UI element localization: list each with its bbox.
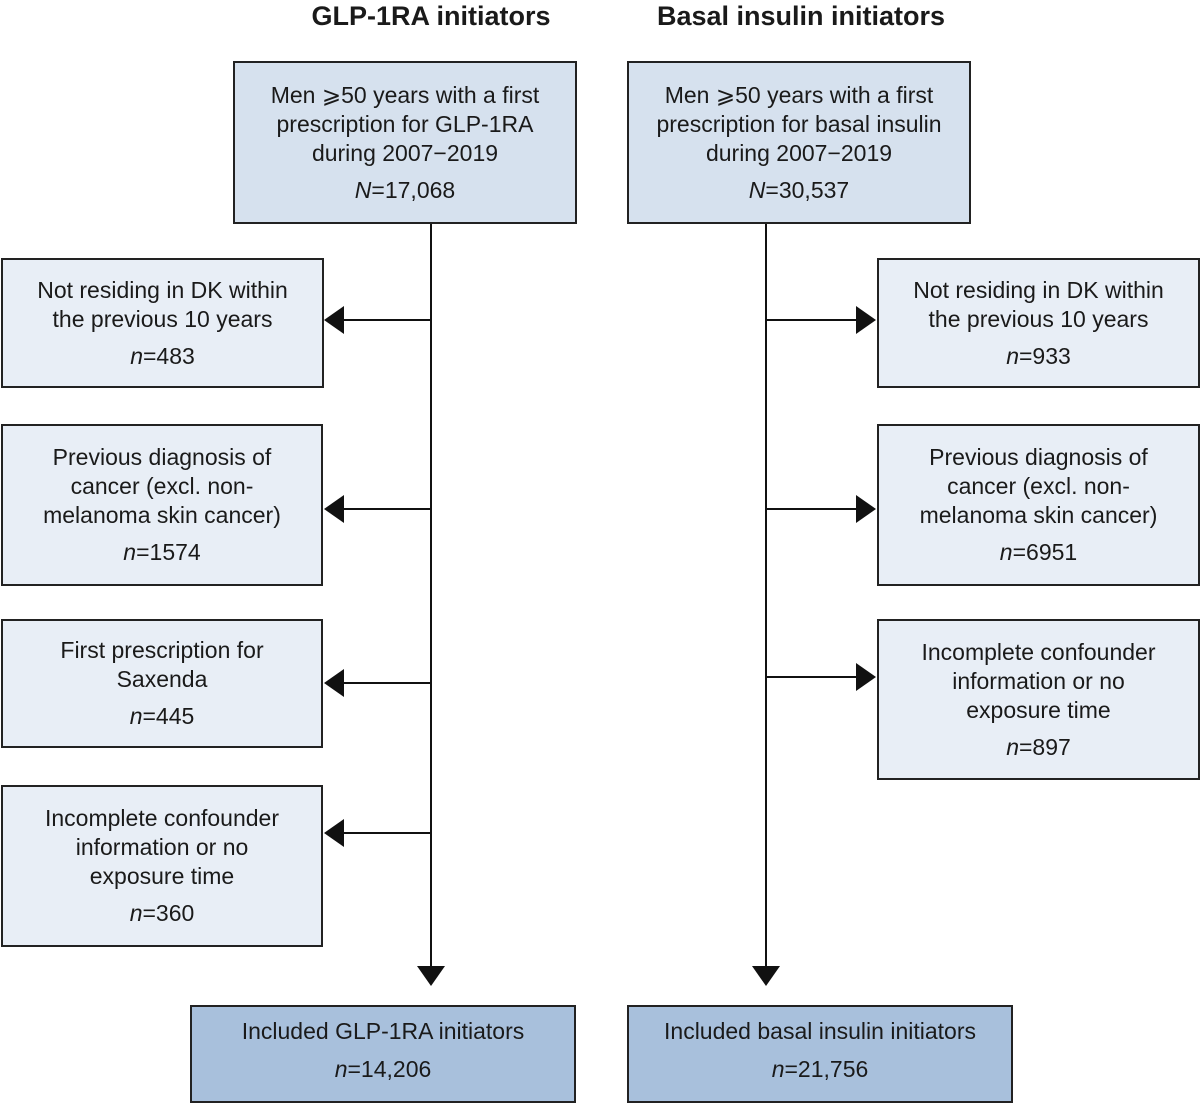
- left-branch-4-arrowhead: [324, 819, 344, 847]
- right-exclusion-1-count: n=933: [1006, 342, 1071, 369]
- left-exclusion-3-text: First prescription for Saxenda: [60, 637, 264, 692]
- left-down-arrowhead: [417, 966, 445, 986]
- right-down-arrowhead: [752, 966, 780, 986]
- right-exclusion-box-3: Incomplete confounder information or no …: [877, 619, 1200, 780]
- right-exclusion-box-2: Previous diagnosis of cancer (excl. non-…: [877, 424, 1200, 586]
- right-start-count: N=30,537: [748, 176, 850, 203]
- left-exclusion-box-2: Previous diagnosis of cancer (excl. non-…: [1, 424, 323, 586]
- left-final-text: Included GLP-1RA initiators: [241, 1018, 525, 1044]
- left-exclusion-4-text: Incomplete confounder information or no …: [45, 805, 279, 889]
- left-exclusion-box-3: First prescription for Saxenda n=445: [1, 619, 323, 748]
- right-exclusion-2-text: Previous diagnosis of cancer (excl. non-…: [919, 444, 1158, 528]
- left-exclusion-box-4: Incomplete confounder information or no …: [1, 785, 323, 947]
- left-exclusion-1-count: n=483: [130, 342, 195, 369]
- right-exclusion-1-text: Not residing in DK within the previous 1…: [913, 276, 1164, 332]
- left-start-text: Men ⩾50 years with a first prescription …: [270, 81, 540, 166]
- left-start-count: N=17,068: [354, 176, 456, 203]
- right-branch-3-arrowhead: [856, 663, 876, 691]
- left-exclusion-3-count: n=445: [129, 703, 195, 729]
- left-exclusion-2-count: n=1574: [123, 539, 201, 565]
- right-exclusion-3-count: n=897: [1006, 733, 1071, 760]
- left-branch-3-arrowhead: [324, 669, 344, 697]
- right-start-text: Men ⩾50 years with a first prescription …: [656, 81, 942, 166]
- left-final-count: n=14,206: [334, 1056, 432, 1082]
- right-start-box: Men ⩾50 years with a first prescription …: [627, 61, 971, 224]
- left-exclusion-box-1: Not residing in DK within the previous 1…: [1, 258, 324, 388]
- left-branch-1-arrowhead: [324, 306, 344, 334]
- right-column-heading: Basal insulin initiators: [656, 1, 946, 31]
- right-exclusion-box-1: Not residing in DK within the previous 1…: [877, 258, 1200, 388]
- right-branch-2-arrowhead: [856, 495, 876, 523]
- left-start-box: Men ⩾50 years with a first prescription …: [233, 61, 577, 224]
- left-branch-2-arrowhead: [324, 495, 344, 523]
- right-branch-1-arrowhead: [856, 306, 876, 334]
- right-final-box: Included basal insulin initiators n=21,7…: [627, 1005, 1013, 1103]
- left-exclusion-2-text: Previous diagnosis of cancer (excl. non-…: [43, 444, 281, 528]
- left-column-heading: GLP-1RA initiators: [311, 1, 551, 31]
- left-exclusion-1-text: Not residing in DK within the previous 1…: [37, 276, 288, 332]
- left-final-box: Included GLP-1RA initiators n=14,206: [190, 1005, 576, 1103]
- left-exclusion-4-count: n=360: [129, 900, 195, 926]
- right-exclusion-2-count: n=6951: [999, 539, 1078, 565]
- right-final-count: n=21,756: [771, 1056, 869, 1082]
- right-exclusion-3-text: Incomplete confounder information or no …: [921, 638, 1156, 723]
- right-final-text: Included basal insulin initiators: [664, 1018, 976, 1044]
